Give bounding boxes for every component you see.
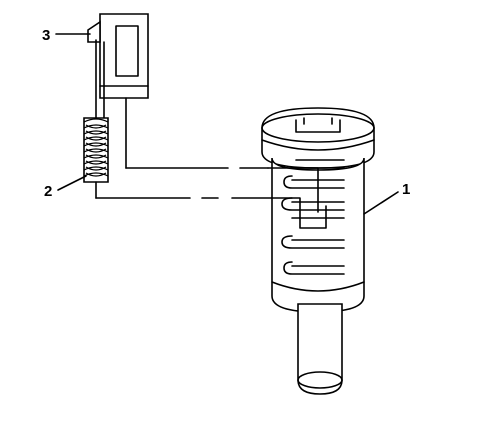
connector-clip — [87, 13, 149, 169]
leader-lines — [55, 33, 399, 215]
callout-label-1: 1 — [402, 181, 410, 198]
cylinder-body — [261, 107, 375, 395]
callout-label-3: 3 — [42, 27, 50, 44]
body-slots — [267, 159, 345, 275]
coil-spring — [83, 117, 109, 199]
wiring-lines — [95, 167, 273, 199]
callout-label-2: 2 — [44, 183, 52, 200]
